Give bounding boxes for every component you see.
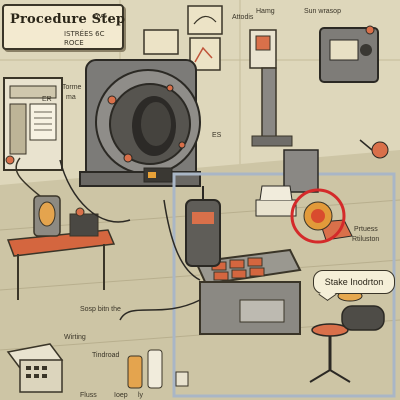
- highlight-target[interactable]: [290, 188, 346, 244]
- left-cabinet: [3, 77, 63, 171]
- label-hamg: Hamg: [256, 8, 275, 15]
- control-console: [194, 248, 302, 335]
- label-ma: ma: [66, 94, 76, 101]
- right-device: [255, 139, 389, 241]
- label-attodis: Attodis: [232, 14, 254, 21]
- round-machine: [79, 59, 201, 187]
- title-side-label: 6v6: [94, 12, 108, 20]
- label-prtuess: Prtuess: [354, 226, 378, 233]
- stake-bubble: Stake Inodrton: [313, 270, 395, 294]
- label-torme: Torme: [62, 84, 82, 91]
- cable-2: [119, 299, 201, 321]
- label-er: ER: [42, 96, 52, 103]
- label-ioep: Ioep: [114, 392, 128, 399]
- label-sun-wrasop: Sun wrasop: [304, 8, 341, 15]
- red-highlight-circle: [290, 188, 346, 244]
- label-es: ES: [212, 132, 222, 139]
- canister: [185, 186, 221, 267]
- tower-machine: [249, 25, 379, 147]
- bottles: [127, 349, 189, 389]
- label-sosp-bitn: Sosp bitn the: [80, 306, 121, 313]
- page-title: Procedure Step: [10, 12, 126, 27]
- label-ly: ly: [138, 392, 144, 399]
- label-rtiluston: Rtiluston: [352, 236, 380, 243]
- label-fluss: Fluss: [80, 392, 97, 399]
- cable: [163, 199, 201, 281]
- procedure-title-card: Procedure Step 6v6 ISTRÉES 6C ROCE: [2, 4, 126, 50]
- cable-3: [59, 159, 131, 223]
- wall-frames: [143, 5, 223, 71]
- label-tindroad: Tindroad: [92, 352, 120, 359]
- title-sub-label-2: ROCE: [64, 39, 84, 47]
- left-table: [6, 157, 116, 300]
- label-wirting: Wirting: [64, 334, 86, 341]
- title-sub-label: ISTRÉES 6C: [64, 30, 105, 38]
- keypad-box: [6, 343, 64, 393]
